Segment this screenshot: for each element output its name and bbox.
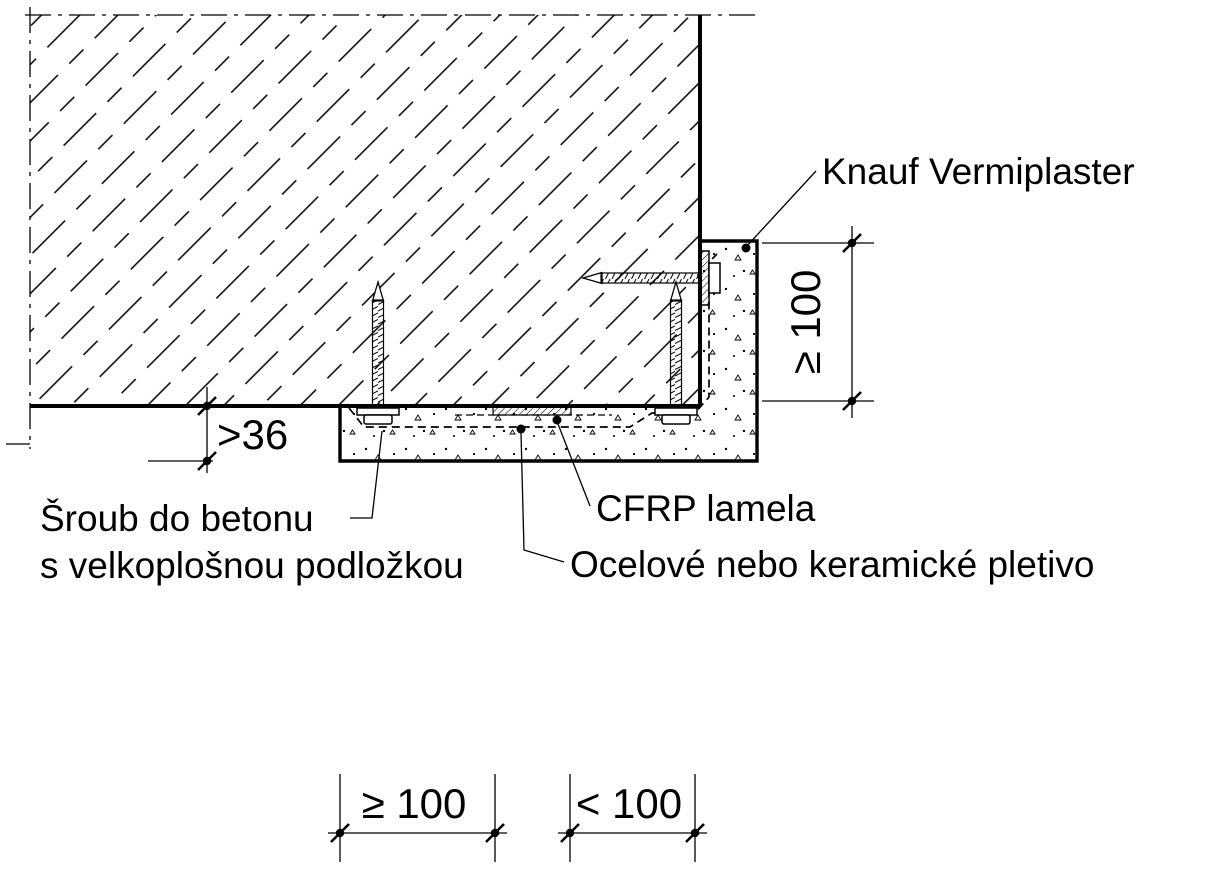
leader-line [520,432,565,563]
dim-text-side-height: ≥ 100 [782,270,829,375]
label-mesh: Ocelové nebo keramické pletivo [516,424,1094,585]
dim-tick [842,233,862,253]
dim-tick [842,391,862,411]
cfrp-lamela-strip [492,405,572,416]
dimension-under-thickness: >36 [148,387,288,473]
dim-tick [485,823,505,843]
concrete-hatch-fill [30,15,700,406]
leader-line [745,170,817,248]
dim-tick [197,396,217,416]
screw-right-washer [654,407,698,416]
label-vermiplaster: Knauf Vermiplaster [741,151,1135,253]
screw-horizontal-head [708,262,721,294]
leader-dot [741,243,751,253]
screw-horizontal [580,250,721,306]
screw-right [654,279,698,425]
screw-left-washer [356,407,400,416]
dim-tick [685,823,705,843]
dim-tick [197,451,217,471]
dim-text-spacing-left: ≥ 100 [362,780,467,827]
label-cfrp: CFRP lamela [552,415,816,529]
leader-dot [516,424,526,434]
leader-dot [552,415,562,425]
leader-line [557,423,591,507]
label-text-cfrp: CFRP lamela [596,488,816,529]
dim-tick [330,823,350,843]
mesh-dashed-line [348,253,718,428]
screw-left [356,279,400,425]
leader-line [350,430,383,519]
screw-right-shaft [669,299,683,409]
label-text-mesh: Ocelové nebo keramické pletivo [570,544,1094,585]
dimension-side-height: ≥ 100 [762,226,874,418]
screw-left-head [363,414,393,425]
screw-horizontal-shaft [600,272,701,284]
plaster-outline [338,239,759,463]
label-text-vermiplaster: Knauf Vermiplaster [822,151,1135,192]
plaster-layer [338,239,759,463]
dimension-spacing-right: < 100 [558,774,707,862]
screw-left-shaft [371,299,385,409]
cfrp-lamela [455,405,612,416]
label-screw: Šroub do betonu s velkoplošnou podložkou [40,430,464,586]
dim-text-under-thickness: >36 [217,411,288,458]
screw-right-head [661,414,691,425]
label-text-screw-line2: s velkoplošnou podložkou [40,545,464,586]
dim-tick [560,823,580,843]
screw-horizontal-washer [699,250,710,306]
plaster-stipple-fill [340,241,757,461]
dim-text-spacing-right: < 100 [576,780,682,827]
label-text-screw-line1: Šroub do betonu [40,498,314,539]
dimension-spacing-left: ≥ 100 [328,774,507,862]
